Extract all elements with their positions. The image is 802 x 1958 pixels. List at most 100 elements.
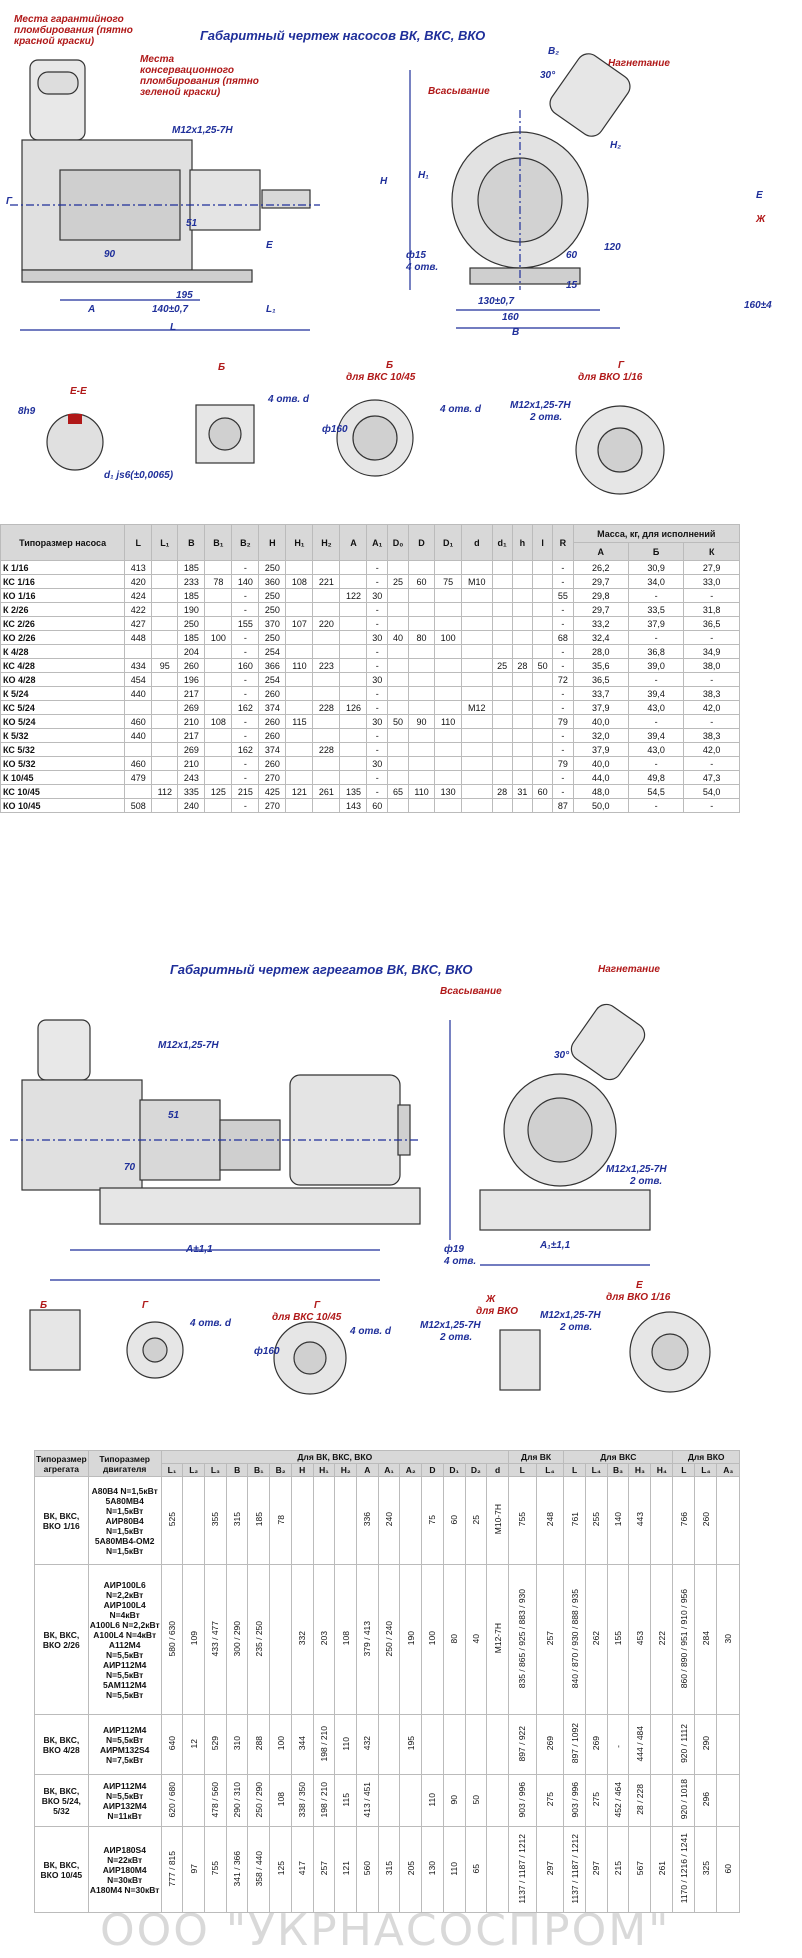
table-cell bbox=[204, 728, 233, 743]
table-cell bbox=[339, 770, 368, 785]
seal-warranty-note: Места гарантийного пломбирования (пятно … bbox=[14, 14, 133, 47]
t2-col-header: L₄ bbox=[694, 1463, 718, 1477]
table-cell-value: 222 bbox=[656, 1631, 667, 1646]
table-cell: 25 bbox=[464, 1476, 488, 1565]
table-cell: 108 bbox=[285, 574, 314, 589]
table-cell-value: 240 bbox=[384, 1512, 395, 1527]
view-bvks-sub: для ВКС 10/45 bbox=[346, 372, 416, 383]
table-cell: 29,7 bbox=[572, 602, 629, 617]
table-cell bbox=[407, 658, 436, 673]
table-cell: 1137 / 1187 / 1212 bbox=[563, 1826, 586, 1913]
table-cell-value: 860 / 890 / 951 / 910 / 956 bbox=[678, 1588, 689, 1689]
table-cell: 12 bbox=[182, 1714, 206, 1775]
thread-label-3: М12х1,25-7H bbox=[606, 1164, 667, 1175]
aggregate-drawing-svg bbox=[10, 1003, 711, 1395]
table-cell-value: 379 / 413 bbox=[362, 1620, 373, 1657]
table-cell: 115 bbox=[334, 1774, 357, 1827]
table-cell: 68 bbox=[552, 630, 574, 645]
table-cell: 42,0 bbox=[683, 700, 740, 715]
table-cell: 160 bbox=[231, 658, 260, 673]
t2-col-header: B bbox=[225, 1463, 249, 1477]
t1-header-mass-sub: А bbox=[572, 542, 629, 561]
t1-header: L₁ bbox=[151, 524, 179, 561]
table-cell: 108 bbox=[269, 1774, 292, 1827]
dim2-A: A±1,1 bbox=[186, 1244, 213, 1255]
t2-col-header: L₄ bbox=[584, 1463, 608, 1477]
table-cell-value: 90 bbox=[449, 1794, 460, 1805]
table-cell: 228 bbox=[312, 742, 341, 757]
table-cell bbox=[339, 742, 368, 757]
table-cell: 60 bbox=[531, 784, 554, 799]
t2-col-header: B₁ bbox=[247, 1463, 271, 1477]
table-cell: 220 bbox=[312, 616, 341, 631]
table-cell: 860 / 890 / 951 / 910 / 956 bbox=[672, 1564, 696, 1715]
aggregate-side-view bbox=[10, 1019, 421, 1281]
table-cell: 205 bbox=[399, 1826, 423, 1913]
table-cell: 761 bbox=[563, 1476, 586, 1565]
table-cell: - bbox=[231, 602, 260, 617]
table-cell: 434 bbox=[124, 658, 153, 673]
table-cell: 233 bbox=[177, 574, 206, 589]
table-cell: 162 bbox=[231, 742, 260, 757]
table-cell: 315 bbox=[225, 1476, 249, 1565]
table-cell-value: 640 bbox=[167, 1736, 178, 1751]
dim-holes4: 4 отв. bbox=[406, 262, 439, 273]
table-cell bbox=[531, 644, 554, 659]
table-cell: 640 bbox=[160, 1714, 184, 1775]
table-cell bbox=[531, 686, 554, 701]
motor-item: АИР100L4 N=4кВт bbox=[103, 1599, 146, 1620]
table-cell bbox=[531, 616, 554, 631]
table-cell-value: 433 / 477 bbox=[210, 1620, 221, 1657]
table-cell bbox=[285, 798, 314, 813]
table-cell bbox=[285, 728, 314, 743]
table-cell bbox=[407, 672, 436, 687]
table-cell: 835 / 865 / 925 / 883 / 930 bbox=[507, 1564, 537, 1715]
pump-model-cell: КО 2/26 bbox=[0, 630, 126, 645]
table-cell bbox=[407, 798, 436, 813]
table-cell bbox=[650, 1774, 674, 1827]
table-cell-value: 332 bbox=[297, 1631, 308, 1646]
table-cell-value: 275 bbox=[544, 1792, 555, 1807]
t2-col-header: A₁ bbox=[377, 1463, 401, 1477]
table-cell: 110 bbox=[407, 784, 436, 799]
table-cell bbox=[151, 574, 179, 589]
agg-view-zh-title: Ж bbox=[486, 1294, 496, 1305]
drawing1-title: Габаритный чертеж насосов ВК, ВКС, ВКО bbox=[200, 28, 486, 43]
table-cell-value: 97 bbox=[188, 1863, 199, 1874]
table-cell-value: 110 bbox=[449, 1861, 460, 1876]
motor-item: АИР80В4 N=1,5кВт bbox=[105, 1515, 144, 1536]
t2-col-header: H₄ bbox=[650, 1463, 674, 1477]
t2-col-header: H₁ bbox=[312, 1463, 336, 1477]
table-cell: 254 bbox=[258, 644, 287, 659]
motor-item: АИР100L6 N=2,2кВт bbox=[103, 1579, 146, 1600]
table-cell-value: 50 bbox=[470, 1794, 481, 1805]
table-cell: 360 bbox=[258, 574, 287, 589]
pump-model-cell: КС 5/24 bbox=[0, 700, 126, 715]
t2-header-vko: Для ВКО bbox=[672, 1450, 740, 1464]
table-cell bbox=[491, 616, 513, 631]
table-cell: - bbox=[231, 672, 260, 687]
t1-header: D₁ bbox=[434, 524, 463, 561]
table-cell: 33,0 bbox=[683, 574, 740, 589]
table-cell: 370 bbox=[258, 616, 287, 631]
table-cell-value: 78 bbox=[275, 1514, 286, 1525]
table-cell bbox=[531, 588, 554, 603]
table-cell: 422 bbox=[124, 602, 153, 617]
table-cell: - bbox=[627, 798, 685, 813]
table-cell: 250 bbox=[258, 630, 287, 645]
table-cell bbox=[531, 798, 554, 813]
table-cell bbox=[434, 616, 463, 631]
table-cell bbox=[434, 756, 463, 771]
table-cell bbox=[461, 588, 493, 603]
table-cell: 262 bbox=[584, 1564, 608, 1715]
table-cell: 269 bbox=[177, 700, 206, 715]
table-cell bbox=[461, 742, 493, 757]
table-cell: 250 bbox=[258, 602, 287, 617]
table-cell-value: 255 bbox=[591, 1512, 602, 1527]
table-cell bbox=[387, 728, 409, 743]
table-cell: 126 bbox=[339, 700, 368, 715]
t2-col-header: L bbox=[563, 1463, 586, 1477]
